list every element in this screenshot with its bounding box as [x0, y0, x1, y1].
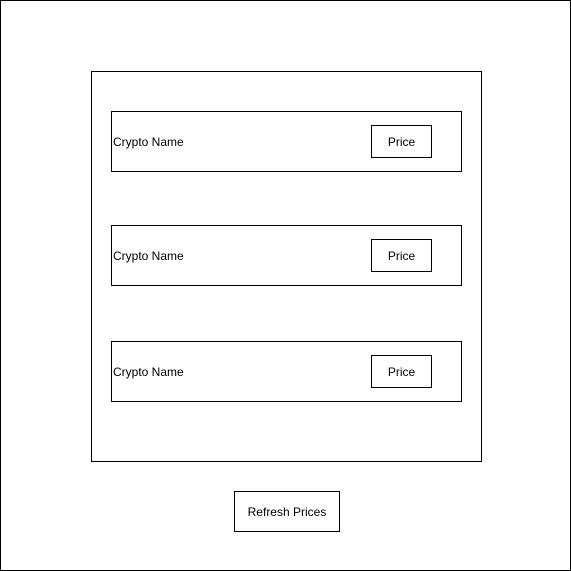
crypto-row: Crypto Name Price: [111, 225, 462, 286]
crypto-price-box: Price: [371, 239, 432, 272]
refresh-prices-button[interactable]: Refresh Prices: [234, 491, 340, 532]
crypto-price-box: Price: [371, 355, 432, 388]
crypto-name-label: Crypto Name: [113, 134, 184, 149]
crypto-row: Crypto Name Price: [111, 341, 462, 402]
crypto-name-label: Crypto Name: [113, 248, 184, 263]
crypto-row: Crypto Name Price: [111, 111, 462, 172]
crypto-price-box: Price: [371, 125, 432, 158]
crypto-name-label: Crypto Name: [113, 364, 184, 379]
